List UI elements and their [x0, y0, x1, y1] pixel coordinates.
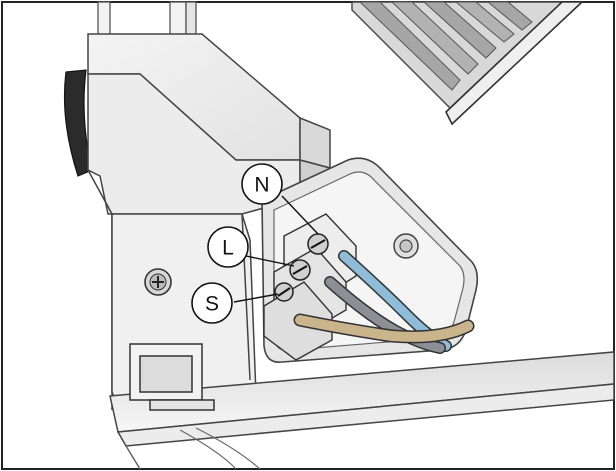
callout-n: N — [241, 163, 283, 205]
mounting-hole — [393, 233, 419, 259]
leader-s — [233, 293, 279, 303]
callout-s-label: S — [205, 293, 219, 316]
callout-s: S — [191, 282, 233, 324]
callout-l: L — [207, 226, 249, 268]
leader-n — [281, 195, 319, 235]
wires — [293, 250, 475, 354]
callout-leaders — [233, 195, 319, 303]
louvre-grille — [351, 1, 585, 126]
mounting-screw — [144, 268, 172, 296]
leader-l — [245, 255, 295, 267]
terminal-screw-live — [289, 259, 311, 281]
terminal-screw-neutral — [307, 233, 329, 255]
terminal-screw-earth — [274, 282, 294, 302]
terminal-screws — [274, 233, 329, 302]
base-rail — [109, 351, 615, 470]
callout-n-label: N — [254, 174, 269, 197]
callout-l-label: L — [222, 237, 234, 260]
cable-clip — [129, 343, 215, 411]
wire-earth — [295, 315, 473, 342]
